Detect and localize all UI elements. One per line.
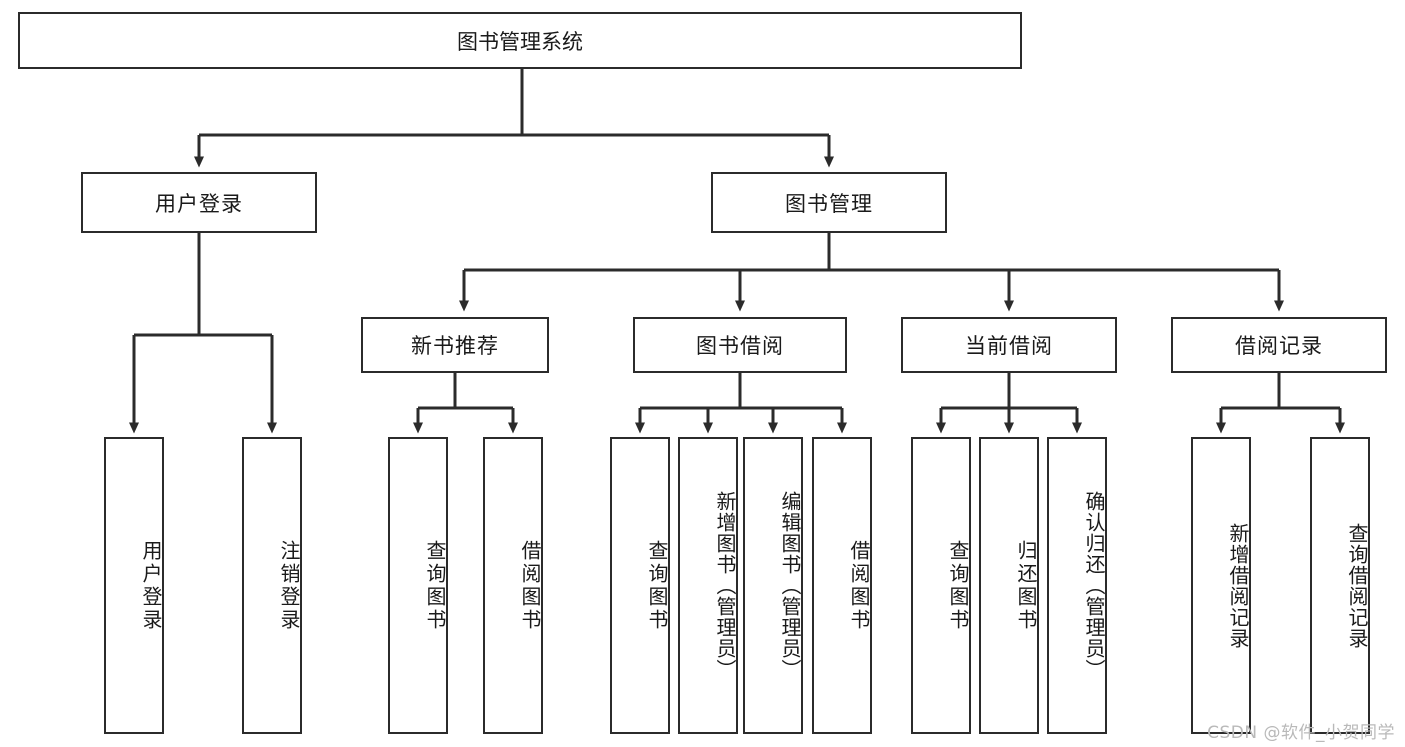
leaf-new-book-borrow-book[interactable]: 借阅图书	[483, 437, 543, 734]
leaf-user-login-logout[interactable]: 注销登录	[242, 437, 302, 734]
leaf-current-borrow-confirm-return-admin[interactable]: 确认归还（管理员）	[1047, 437, 1107, 734]
node-label: 新书推荐	[411, 334, 499, 358]
node-user-login[interactable]: 用户登录	[81, 172, 317, 233]
node-label: 用户登录	[155, 191, 243, 216]
node-label: 图书管理系统	[457, 29, 583, 54]
node-label: 借阅图书	[518, 539, 542, 632]
node-book-borrow[interactable]: 图书借阅	[633, 317, 847, 373]
node-book-management[interactable]: 图书管理	[711, 172, 947, 233]
leaf-book-borrow-add-book-admin[interactable]: 新增图书（管理员）	[678, 437, 738, 734]
node-current-borrow[interactable]: 当前借阅	[901, 317, 1117, 373]
leaf-new-book-query-book[interactable]: 查询图书	[388, 437, 448, 734]
node-label: 归还图书	[1014, 539, 1038, 632]
node-label: 用户登录	[139, 539, 163, 632]
node-label: 编辑图书（管理员）	[778, 491, 802, 680]
node-label: 查询借阅记录	[1345, 522, 1369, 649]
leaf-user-login-login[interactable]: 用户登录	[104, 437, 164, 734]
leaf-borrow-record-query-record[interactable]: 查询借阅记录	[1310, 437, 1370, 734]
node-label: 图书借阅	[696, 334, 784, 358]
node-label: 图书管理	[785, 191, 873, 216]
node-label: 新增图书（管理员）	[713, 491, 737, 680]
node-root-book-management-system[interactable]: 图书管理系统	[18, 12, 1022, 69]
watermark-text: CSDN @软件_小贺同学	[1207, 723, 1395, 743]
leaf-book-borrow-borrow-book[interactable]: 借阅图书	[812, 437, 872, 734]
node-label: 查询图书	[423, 539, 447, 632]
node-new-book-recommend[interactable]: 新书推荐	[361, 317, 549, 373]
leaf-current-borrow-query-book[interactable]: 查询图书	[911, 437, 971, 734]
leaf-borrow-record-add-record[interactable]: 新增借阅记录	[1191, 437, 1251, 734]
node-label: 新增借阅记录	[1226, 522, 1250, 649]
node-label: 查询图书	[645, 539, 669, 632]
node-label: 确认归还（管理员）	[1082, 491, 1106, 680]
node-label: 查询图书	[946, 539, 970, 632]
node-label: 借阅图书	[847, 539, 871, 632]
node-label: 借阅记录	[1235, 334, 1323, 358]
node-label: 当前借阅	[965, 334, 1053, 358]
leaf-book-borrow-query-book[interactable]: 查询图书	[610, 437, 670, 734]
node-borrow-record[interactable]: 借阅记录	[1171, 317, 1387, 373]
node-label: 注销登录	[277, 539, 301, 632]
leaf-current-borrow-return-book[interactable]: 归还图书	[979, 437, 1039, 734]
leaf-book-borrow-edit-book-admin[interactable]: 编辑图书（管理员）	[743, 437, 803, 734]
